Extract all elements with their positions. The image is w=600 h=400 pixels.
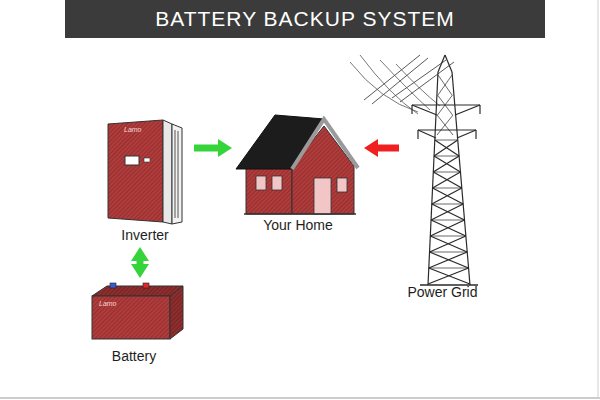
flow-arrow: [376, 145, 399, 152]
title: BATTERY BACKUP SYSTEM: [65, 0, 545, 38]
battery-node: Battery: [84, 282, 184, 364]
grid-node: Power Grid: [403, 95, 482, 300]
inverter-node: Inverter: [100, 115, 190, 243]
flow-arrow: [137, 259, 144, 266]
home-node: Your Home: [236, 105, 360, 233]
node-label: Power Grid: [407, 284, 477, 300]
inverter-illustration: [108, 120, 182, 224]
battery-illustration: [92, 283, 183, 339]
title-bar: [65, 0, 545, 38]
node-label: Battery: [112, 348, 156, 364]
node-label: Inverter: [121, 227, 168, 243]
power-tower-illustration: [350, 55, 480, 285]
node-label: Your Home: [263, 217, 333, 233]
house-illustration: [236, 115, 358, 214]
brand-label: Lamo: [99, 300, 117, 307]
flow-arrow: [194, 145, 220, 152]
frame-line: [598, 0, 599, 398]
brand-label: Lamo: [124, 126, 142, 133]
frame-line: [0, 398, 600, 399]
